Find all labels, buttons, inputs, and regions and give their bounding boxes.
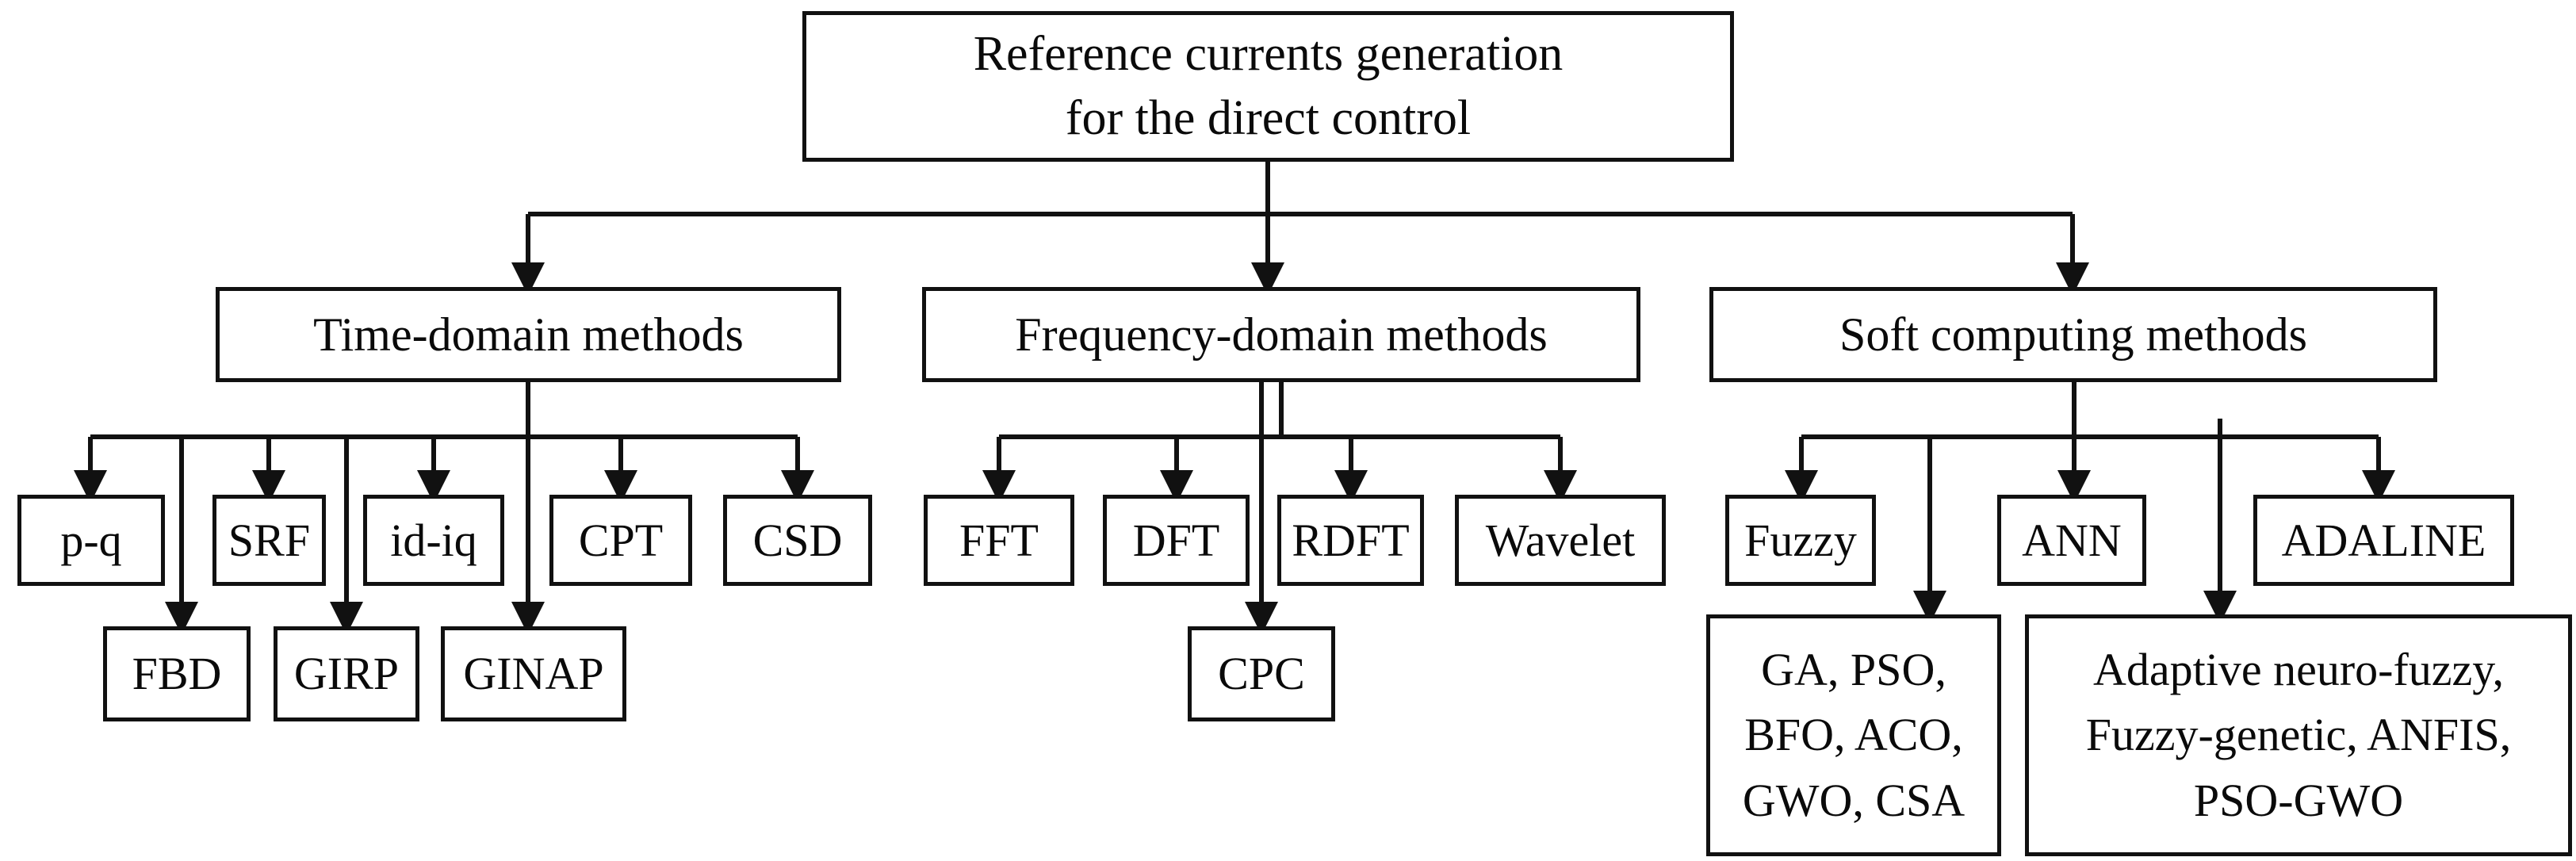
node-soft-computing[interactable]: Soft computing methods — [1709, 287, 2437, 382]
node-ginap[interactable]: GINAP — [441, 626, 626, 721]
node-srf[interactable]: SRF — [212, 495, 326, 586]
node-girp[interactable]: GIRP — [274, 626, 419, 721]
root-to-level2-connectors — [511, 162, 2089, 296]
node-rdft[interactable]: RDFT — [1277, 495, 1424, 586]
node-hybrid-ai[interactable]: Adaptive neuro-fuzzy, Fuzzy-genetic, ANF… — [2025, 614, 2572, 856]
node-frequency-domain[interactable]: Frequency-domain methods — [922, 287, 1640, 382]
node-meta-heuristics[interactable]: GA, PSO, BFO, ACO, GWO, CSA — [1706, 614, 2001, 856]
node-wavelet[interactable]: Wavelet — [1455, 495, 1666, 586]
node-root[interactable]: Reference currents generation for the di… — [802, 11, 1734, 162]
node-cpt[interactable]: CPT — [549, 495, 692, 586]
node-fuzzy[interactable]: Fuzzy — [1725, 495, 1876, 586]
node-dft[interactable]: DFT — [1103, 495, 1250, 586]
node-time-domain[interactable]: Time-domain methods — [216, 287, 841, 382]
node-cpc[interactable]: CPC — [1188, 626, 1335, 721]
node-csd[interactable]: CSD — [723, 495, 872, 586]
node-fbd[interactable]: FBD — [103, 626, 251, 721]
node-adaline[interactable]: ADALINE — [2253, 495, 2514, 586]
node-id-iq[interactable]: id-iq — [363, 495, 504, 586]
node-fft[interactable]: FFT — [924, 495, 1074, 586]
node-p-q[interactable]: p-q — [17, 495, 165, 586]
node-ann[interactable]: ANN — [1997, 495, 2146, 586]
